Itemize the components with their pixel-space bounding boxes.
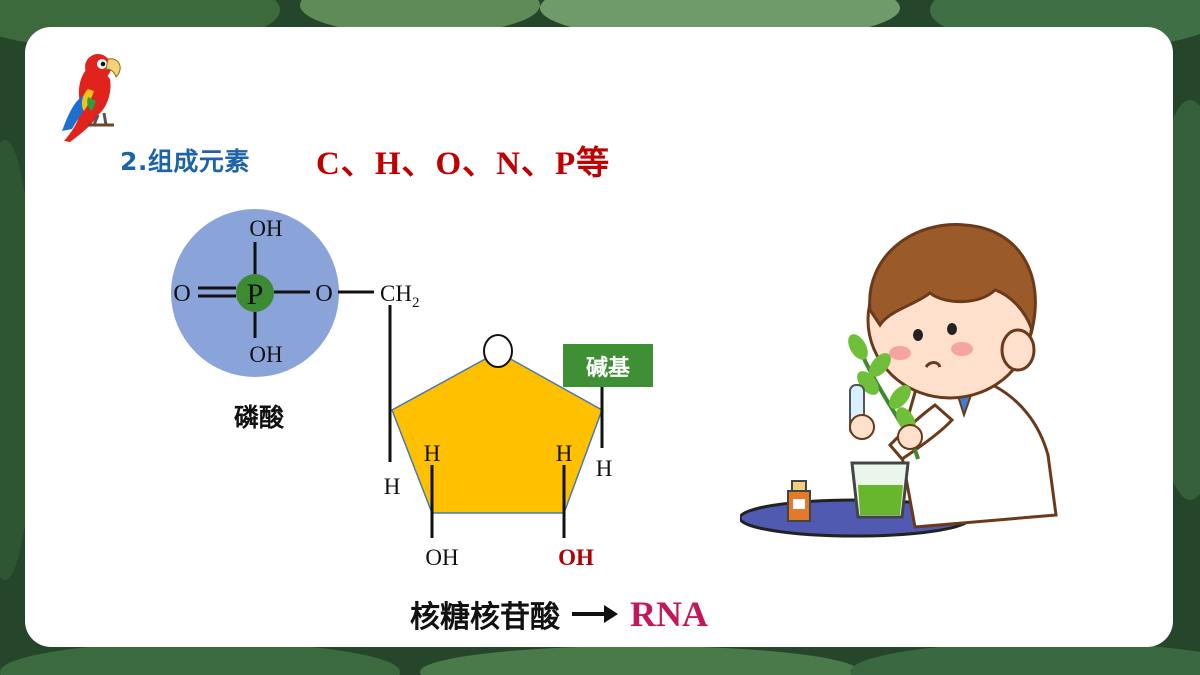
nucleotide-name: 核糖核苷酸 xyxy=(410,600,560,635)
c2-h: H xyxy=(556,441,573,466)
pentose-ring xyxy=(391,351,603,514)
scientist-illustration xyxy=(740,223,1058,538)
rna-label: RNA xyxy=(630,594,708,634)
p-atom xyxy=(236,274,274,312)
c3-h: H xyxy=(424,441,441,466)
nucleotide-structure-diagram: P OH OH O O 磷酸 CH2 H H OH H OH H 碱基 xyxy=(171,209,653,570)
base-label: 碱基 xyxy=(586,355,631,381)
c2-oh-highlighted: OH xyxy=(558,545,594,570)
p-atom-label: P xyxy=(247,278,264,311)
phosphate-caption: 磷酸 xyxy=(234,403,285,432)
parrot-icon xyxy=(62,54,121,142)
element-list: C、H、O、N、P等 xyxy=(316,146,611,182)
ring-oxygen xyxy=(483,334,513,368)
arrow-right-icon xyxy=(572,605,618,623)
c1-h: H xyxy=(596,456,613,481)
product-caption: 核糖核苷酸 RNA xyxy=(410,592,708,636)
phosphate-double-o: O xyxy=(173,281,190,307)
ch2-label: CH2 xyxy=(380,281,419,311)
c3-oh: OH xyxy=(425,545,458,570)
phosphate-ester-o: O xyxy=(315,281,332,307)
base-box xyxy=(563,344,653,387)
c4-h: H xyxy=(384,474,401,499)
phosphate-bottom-oh: OH xyxy=(249,342,282,367)
phosphate-top-oh: OH xyxy=(249,216,282,241)
section-heading: 2.组成元素 xyxy=(120,147,250,176)
